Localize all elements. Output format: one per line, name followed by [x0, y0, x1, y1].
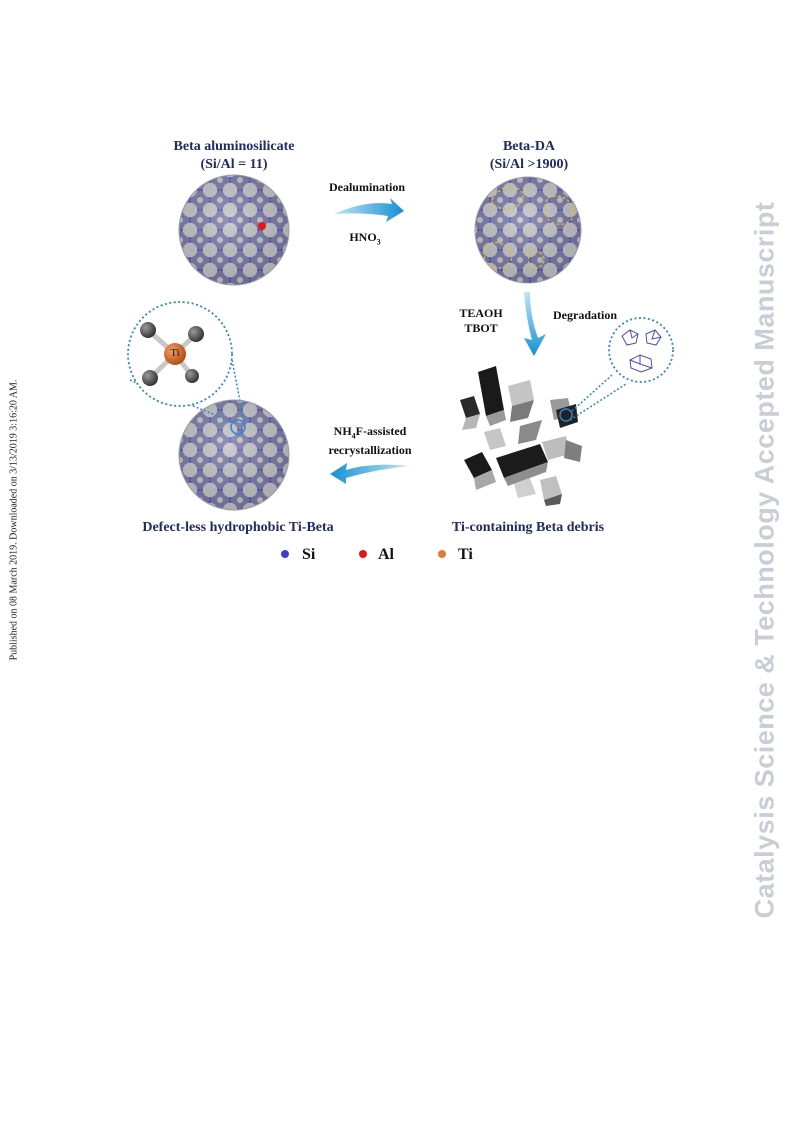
- legend-ti-dot: [438, 550, 446, 558]
- ti-atom-label: Ti: [170, 347, 180, 359]
- debris-fragments: [460, 366, 582, 506]
- recrystallization-arrow: [330, 463, 408, 484]
- tbot-label: TBOT: [464, 321, 498, 335]
- recrystallization-label: NH4F-assisted recrystallization: [300, 424, 440, 458]
- debris-callout: [569, 317, 674, 421]
- nh4f-line: NH4F-assisted: [300, 424, 440, 443]
- debris-label: Ti-containing Beta debris: [451, 520, 605, 535]
- dealumination-arrow: [334, 198, 404, 222]
- dealumination-label: Dealumination: [328, 180, 405, 194]
- reagents-label: TEAOH TBOT: [446, 306, 516, 336]
- legend-ti-label: Ti: [458, 546, 473, 563]
- nh4f-suffix: F-assisted: [355, 424, 407, 438]
- nh4f-subscript: 4: [351, 431, 356, 441]
- recrystallization-text: recrystallization: [328, 443, 412, 458]
- beta-label: Beta aluminosilicate (Si/Al = 11): [154, 138, 314, 174]
- product-label: Defect-less hydrophobic Ti-Beta: [142, 520, 334, 535]
- teaoh-label: TEAOH: [459, 306, 503, 320]
- beta-da-ratio: (Si/Al >1900): [489, 157, 569, 172]
- legend-si-label: Si: [302, 546, 316, 563]
- beta-title: Beta aluminosilicate: [173, 139, 295, 154]
- legend-si-dot: [281, 550, 289, 558]
- ti-beta-sphere: [178, 399, 290, 511]
- beta-da-title: Beta-DA: [502, 139, 556, 154]
- beta-da-sphere: [474, 176, 582, 284]
- hno3-subscript: 3: [376, 237, 381, 247]
- legend-al-dot: [359, 550, 367, 558]
- legend-al-label: Al: [378, 546, 394, 563]
- beta-sphere: [178, 174, 290, 286]
- ti-site-callout: [127, 301, 245, 423]
- nh4f-prefix: NH: [333, 424, 352, 438]
- hno3-text: HNO: [349, 230, 377, 244]
- beta-ratio: (Si/Al = 11): [200, 157, 268, 172]
- beta-da-label: Beta-DA (Si/Al >1900): [474, 138, 584, 174]
- degradation-label: Degradation: [553, 308, 617, 322]
- hno3-label: HNO3: [330, 230, 400, 249]
- degradation-arrow: [524, 292, 546, 356]
